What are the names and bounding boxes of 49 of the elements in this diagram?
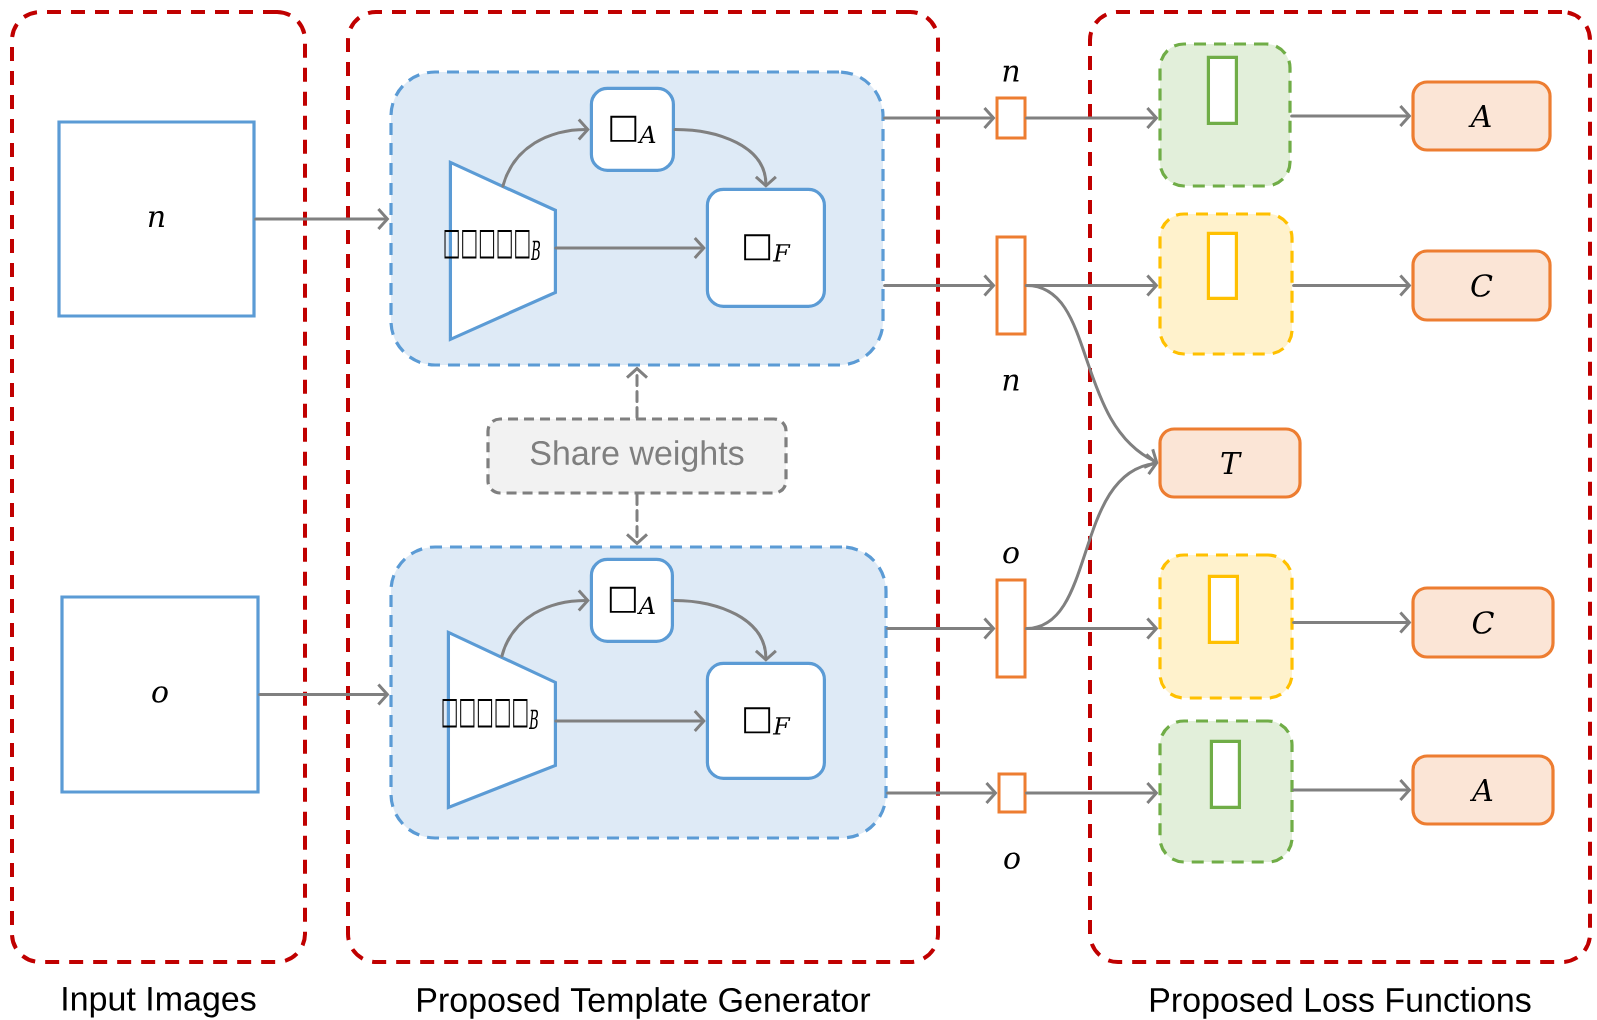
module-box: □$_{A}$ [589, 557, 674, 643]
arrow [1025, 617, 1159, 640]
arrow [883, 274, 996, 297]
arrow [883, 107, 996, 129]
arrow [1025, 107, 1159, 129]
bar [1207, 574, 1239, 644]
image-box: o [60, 595, 260, 794]
arrow [500, 589, 590, 658]
bar [1206, 231, 1238, 300]
arrow [254, 208, 390, 230]
arrow [258, 683, 390, 706]
arrow [673, 127, 777, 188]
arrow [886, 782, 998, 804]
loss-box: C [1411, 249, 1552, 322]
arrow [626, 493, 648, 546]
node-label: n [1003, 374, 1019, 391]
loss-box: A [1411, 80, 1552, 152]
module-box: □$_{F}$ [705, 187, 826, 308]
feature-bar: o [997, 772, 1027, 869]
loss-box: T [1158, 427, 1302, 499]
bar [1206, 55, 1238, 125]
bar [1209, 739, 1241, 809]
node-label: Input Images [63, 987, 256, 1018]
node-label: o [1004, 852, 1020, 869]
module-box: □$_{F}$ [705, 661, 826, 780]
arrow [1292, 779, 1412, 801]
arrow [886, 617, 996, 640]
module-box: □$_{A}$ [589, 86, 675, 172]
arrow [1290, 105, 1412, 127]
arrow [501, 118, 590, 188]
node-label: n [1003, 65, 1019, 82]
feature-bar: n [995, 235, 1027, 391]
node-label: Proposed Template Generator [418, 987, 871, 1019]
node-label: o [1003, 547, 1019, 564]
feature-bar: o [995, 547, 1027, 679]
arrow [1292, 611, 1412, 634]
node-label: Proposed Loss Functions [1150, 987, 1531, 1019]
arrow [554, 236, 706, 259]
feature-bar: n [995, 65, 1027, 140]
image-box: n [57, 120, 256, 318]
loss-box: A [1411, 754, 1555, 826]
arrow [1025, 782, 1159, 804]
share-weights-box: Share weights [486, 417, 788, 495]
loss-box: C [1411, 586, 1555, 659]
arrow [626, 366, 648, 419]
arrow [1292, 274, 1412, 297]
arrow [672, 598, 777, 662]
arrow [1025, 284, 1159, 469]
arrow [554, 709, 706, 732]
